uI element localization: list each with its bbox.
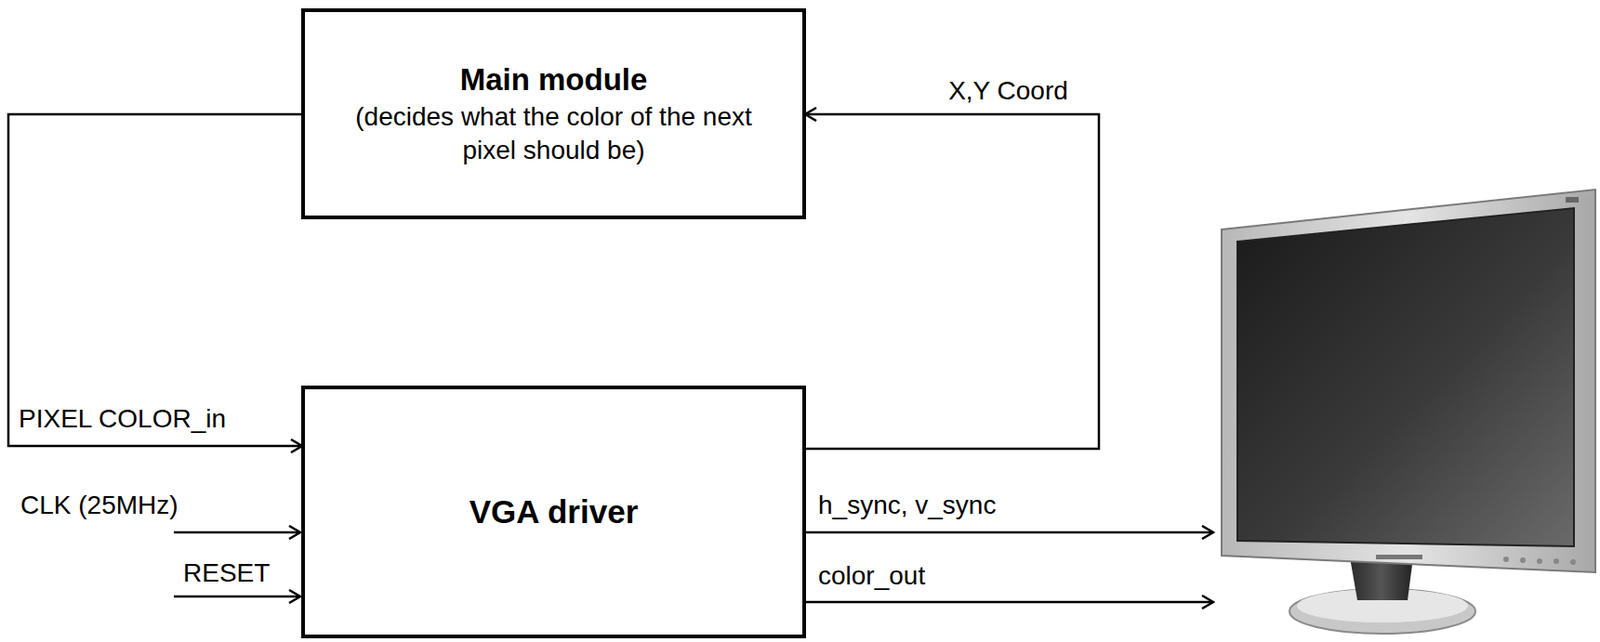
box-title: VGA driver (469, 493, 639, 531)
signal-connector (806, 114, 1099, 450)
reset-wire (173, 595, 300, 599)
sync-wire (806, 531, 1213, 535)
driver-box: VGA driver (301, 385, 807, 639)
box-description: (decides what the color of the next pixe… (344, 100, 764, 169)
monitor-illustration (1221, 189, 1596, 635)
clk-wire (173, 531, 300, 535)
module-box: Main module(decides what the color of th… (301, 8, 807, 220)
signal-name: RESET (181, 557, 272, 590)
connector-label: PIXEL COLOR_in (16, 403, 228, 436)
signal-name: color_out (816, 560, 927, 593)
signal-name: CLK (25MHz) (18, 489, 181, 522)
connector-label: X,Y Coord (946, 75, 1071, 107)
color-wire (806, 601, 1213, 605)
signal-name: h_sync, v_sync (816, 489, 998, 522)
box-title: Main module (460, 60, 648, 101)
signal-connector (8, 114, 302, 447)
